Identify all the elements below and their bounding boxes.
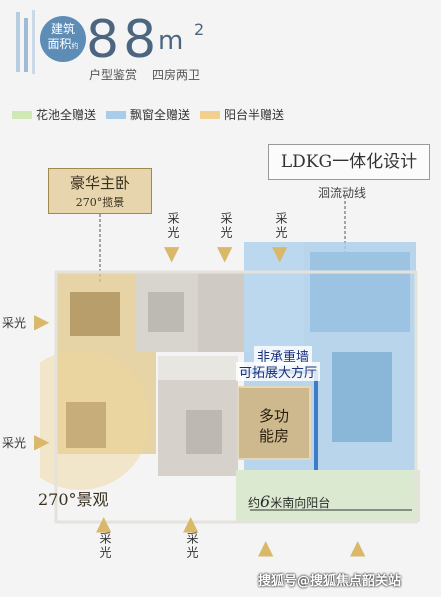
legend-label-bay-window: 飘窗全赠送 xyxy=(130,108,191,122)
area-unit: m xyxy=(158,26,184,56)
lighting-arrow-up-2-icon: ▲ xyxy=(183,511,199,535)
area-unit-superscript: 2 xyxy=(194,20,205,39)
master-pointer-line xyxy=(99,214,101,284)
master-title: 豪华主卧 xyxy=(69,174,130,192)
decorative-columns-icon xyxy=(16,10,35,74)
area-badge-line2: 面积约 xyxy=(47,37,79,51)
multi-room-line1: 多功 xyxy=(258,407,289,425)
lighting-label-top-1: 采光 xyxy=(166,212,180,240)
lighting-arrow-up-1-icon: ▲ xyxy=(96,511,112,535)
lighting-arrow-down-3-icon: ▼ xyxy=(272,241,288,265)
lighting-label-top-3: 采光 xyxy=(274,212,288,240)
subtitle-rooms: 四房两卫 xyxy=(152,68,201,82)
legend-swatch-balcony xyxy=(200,110,221,119)
legend-label-garden: 花池全赠送 xyxy=(36,108,97,122)
area-value: 88 xyxy=(86,10,161,70)
lighting-arrow-down-1-icon: ▼ xyxy=(164,241,180,265)
multi-function-room: 多功 能房 xyxy=(237,386,311,460)
lighting-label-top-2: 采光 xyxy=(219,212,233,240)
area-badge: 建筑 面积约 xyxy=(40,16,86,62)
legend-label-balcony: 阳台半赠送 xyxy=(224,108,285,122)
lighting-arrow-right-1-icon: ▶ xyxy=(34,309,50,333)
watermark: 搜狐号@搜狐焦点韶关站 xyxy=(258,574,402,589)
multi-room-line2: 能房 xyxy=(258,427,289,445)
area-badge-line1: 建筑 xyxy=(50,22,75,36)
lighting-arrow-up-3-icon: ▲ xyxy=(258,535,274,559)
balcony-label: 约6米南向阳台 xyxy=(248,492,331,511)
lighting-arrow-down-2-icon: ▼ xyxy=(217,241,233,265)
master-bedroom-title: 豪华主卧 270°揽景 xyxy=(48,168,152,214)
legend-swatch-garden xyxy=(12,110,32,119)
legend: 花池全赠送 飘窗全赠送 阳台半赠送 xyxy=(12,106,294,123)
lighting-label-bottom-1: 采光 xyxy=(98,532,112,560)
subtitle-layout: 户型鉴赏 xyxy=(89,68,138,82)
view-270-label: 270°景观 xyxy=(38,490,109,509)
legend-swatch-bay-window xyxy=(106,110,127,119)
lighting-label-left-1: 采光 xyxy=(2,316,27,330)
ldkg-title: LDKG一体化设计 xyxy=(268,144,430,180)
lighting-arrow-up-4-icon: ▲ xyxy=(350,535,366,559)
lighting-label-left-2: 采光 xyxy=(2,436,27,450)
lighting-arrow-right-2-icon: ▶ xyxy=(34,429,50,453)
lighting-label-bottom-2: 采光 xyxy=(185,532,199,560)
master-subtitle: 270°揽景 xyxy=(75,196,125,209)
non-load-wall-label: 非承重墙 xyxy=(254,346,313,365)
ldkg-subtitle: 洄流动线 xyxy=(318,186,367,200)
expandable-hall-label: 可拓展大方厅 xyxy=(236,362,321,381)
